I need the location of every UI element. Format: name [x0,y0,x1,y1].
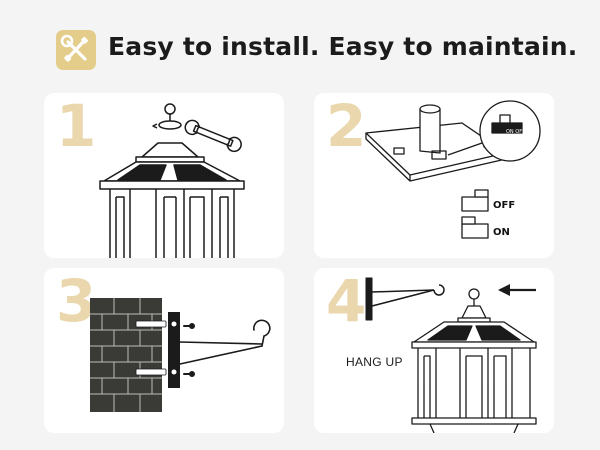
step-number: 1 [56,93,97,160]
lantern-cap-illustration [99,103,245,258]
hang-up-caption: HANG UP [346,355,403,369]
svg-text:ON OFF: ON OFF [506,129,525,135]
step-number: 4 [326,268,367,335]
switch-off-label: OFF [493,200,516,211]
solar-panel-switch-illustration: ON OFF [365,100,541,239]
step-3-panel: 3 [44,268,284,433]
bracket-wall-illustration [90,298,271,412]
step-number: 3 [56,268,97,335]
tools-badge [56,30,96,70]
page-header: Easy to install. Easy to maintain. [0,0,600,90]
lantern-hang-illustration [365,277,537,433]
step-number: 2 [326,93,367,160]
step-4-panel: 4 [314,268,554,433]
switch-on-label: ON [493,227,510,238]
wrench-screwdriver-icon [60,34,89,62]
step-1-panel: 1 [44,93,284,258]
step-2-panel: 2 ON OFF OFF ON [314,93,554,258]
page-title: Easy to install. Easy to maintain. [108,32,578,61]
